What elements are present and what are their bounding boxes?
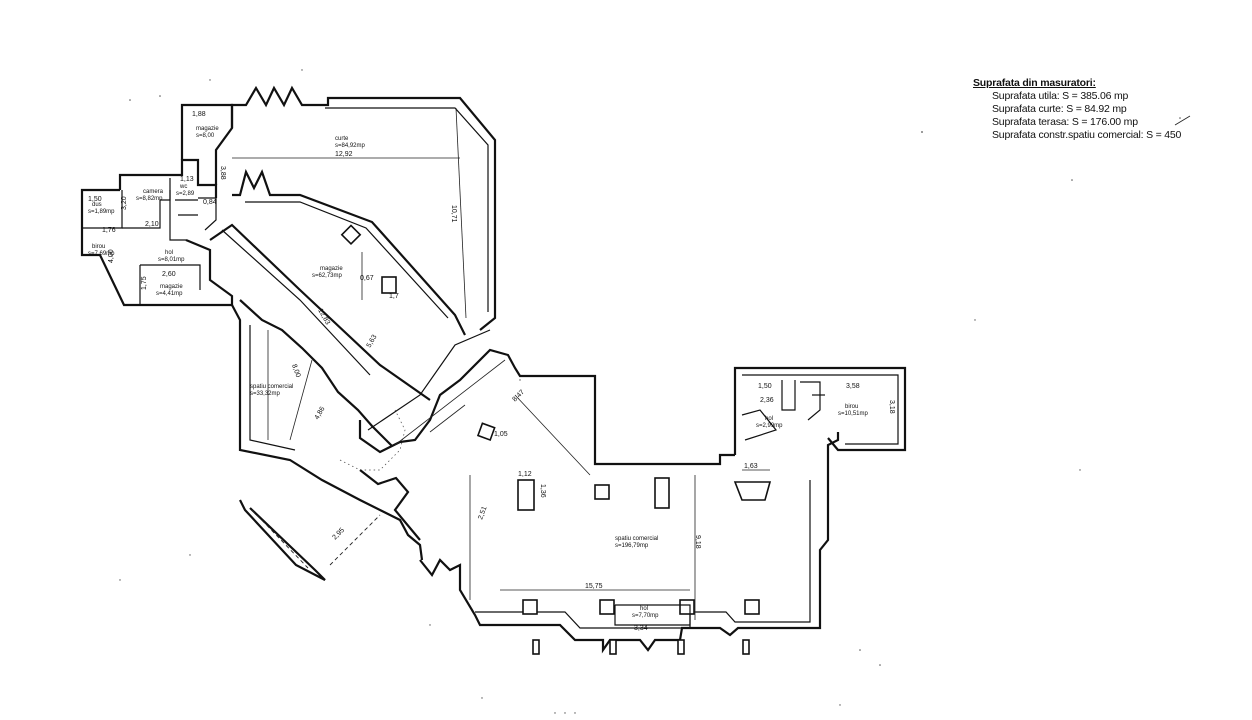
room-hol-right-name: hol	[765, 416, 773, 422]
room-wc-area: s=2,89	[176, 191, 195, 197]
room-magazie-main-name: magazie	[320, 266, 343, 272]
room-birou-right-name: birou	[845, 404, 858, 410]
room-magazie-top-area: s=8,00	[196, 133, 215, 139]
dim-label: 10,71	[450, 205, 457, 223]
dim-label: 2,95	[331, 527, 346, 542]
dim-label: 5,63	[366, 334, 379, 349]
spatiu-left-walls	[231, 299, 424, 581]
room-birou-left-area: s=7,69mp	[88, 251, 115, 257]
scan-noise	[119, 69, 1191, 714]
legend-title: Suprafata din masuratori:	[973, 77, 1096, 89]
room-spatiu-main-area: s=196,79mp	[615, 543, 649, 549]
dim-label: 4,00	[108, 249, 115, 263]
room-spatiu-left-area: s=33,32mp	[250, 391, 281, 397]
room-magazie-top-name: magazie	[196, 126, 219, 132]
dim-label: 1,13	[180, 176, 194, 183]
magazie-main-walls	[209, 168, 466, 401]
right-annex-walls	[733, 366, 907, 455]
room-curte-name: curte	[335, 136, 349, 142]
dim-label: 9,18	[694, 535, 701, 549]
room-hol-left-area: s=8,01mp	[158, 257, 185, 263]
dim-label: 15,75	[585, 583, 603, 590]
room-wc-name: wc	[179, 184, 187, 190]
room-hol-left-name: hol	[165, 250, 173, 256]
room-hol-right-area: s=2,99mp	[756, 423, 783, 429]
dim-label: 1,50	[88, 196, 102, 203]
dim-label: 3,20	[121, 196, 128, 210]
legend-row-terasa: Suprafata terasa: S = 176.00 mp	[992, 116, 1138, 128]
legend-row-utila: Suprafata utila: S = 385.06 mp	[992, 90, 1129, 102]
room-hol-bottom-name: hol	[640, 606, 648, 612]
room-dus-area: s=1,89mp	[88, 209, 115, 215]
dim-label: 2,60	[162, 271, 176, 278]
dim-label: 1,88	[192, 111, 206, 118]
area-legend: Suprafata din masuratori: Suprafata util…	[973, 77, 1243, 142]
dim-label: 8,47	[511, 389, 526, 404]
legend-row-curte: Suprafata curte: S = 84.92 mp	[992, 103, 1127, 115]
dim-label: 1,76	[102, 227, 116, 234]
room-hol-bottom-area: s=7,70mp	[632, 613, 659, 619]
dim-label: 2,51	[477, 505, 488, 520]
dim-label: 1,75	[141, 276, 148, 290]
dim-label: 3,88	[219, 166, 226, 180]
dim-label: 1,50	[758, 383, 772, 390]
dim-label: 2,36	[760, 397, 774, 404]
room-spatiu-left-name: spatiu comercial	[250, 384, 293, 390]
room-spatiu-main-name: spatiu comercial	[615, 536, 658, 542]
dimension-labels: 1,88 3,88 12,92 10,71 1,50 1,76 3,20 2,1…	[88, 111, 895, 632]
spatiu-main-walls	[419, 422, 840, 655]
dim-label: 2,10	[145, 221, 159, 228]
dim-label: 12,92	[335, 151, 353, 158]
legend-row-constr: Suprafata constr.spatiu comercial: S = 4…	[992, 129, 1182, 141]
room-labels: curte s=84,92mp magazie s=8,00 camera s=…	[88, 126, 869, 619]
room-birou-left-name: birou	[92, 244, 105, 250]
dim-label: 0,84	[203, 199, 217, 206]
dim-label: 1,12	[518, 471, 532, 478]
room-camera-area: s=8,82mp	[136, 196, 163, 202]
dim-label: 1,05	[494, 431, 508, 438]
room-birou-right-area: s=10,51mp	[838, 411, 869, 417]
courtyard-walls	[230, 85, 497, 331]
dim-label: 3,18	[888, 400, 895, 414]
dim-label: 1,7	[389, 293, 399, 300]
dim-label: 0,67	[360, 275, 374, 282]
dim-label: 1,36	[539, 484, 546, 498]
room-magazie-left-name: magazie	[160, 284, 183, 290]
room-curte-area: s=84,92mp	[335, 143, 366, 149]
room-dus-name: dus	[92, 202, 102, 208]
room-magazie-left-area: s=4,41mp	[156, 291, 183, 297]
dim-label: 8,00	[290, 363, 301, 378]
dim-label: 3,58	[846, 383, 860, 390]
corridor-walls	[329, 329, 735, 566]
dim-label: 1,63	[744, 463, 758, 470]
dim-label: 4,86	[314, 406, 327, 421]
room-magazie-main-area: s=62,73mp	[312, 273, 343, 279]
room-camera-name: camera	[143, 189, 164, 195]
dim-label: 3,34	[634, 625, 648, 632]
